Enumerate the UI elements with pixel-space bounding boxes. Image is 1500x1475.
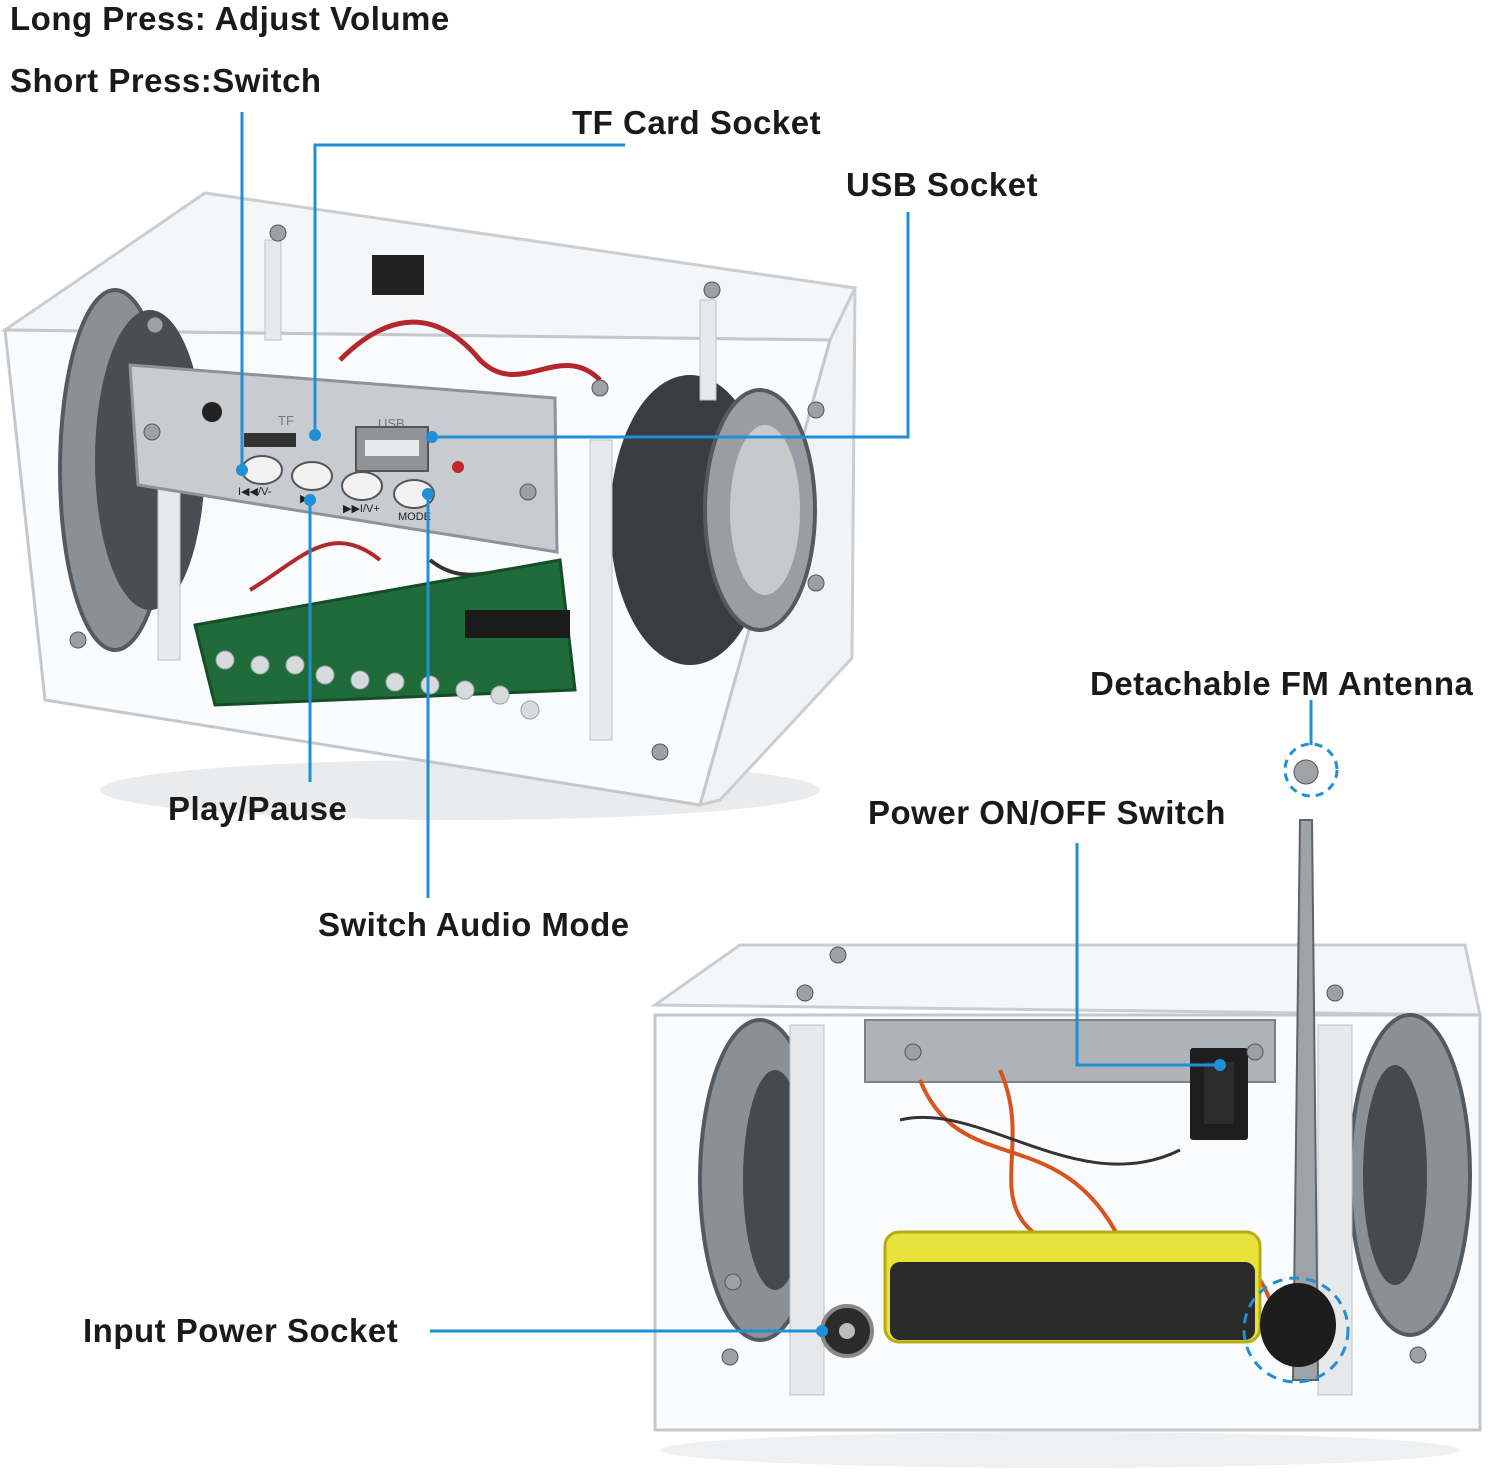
shadow — [660, 1432, 1460, 1468]
label-play-pause: Play/Pause — [168, 790, 348, 827]
callout-line-tf — [313, 143, 625, 435]
callout-line-power — [1075, 843, 1220, 1067]
red-wire — [338, 319, 602, 382]
headphone-jack — [202, 402, 222, 422]
screws — [721, 946, 1427, 1366]
speaker-kit-front: TF USB I◀◀/V- ▶II ▶▶I/V+ MODE — [0, 191, 858, 820]
fm-antenna — [1291, 819, 1320, 1381]
panel-tf-label: TF — [278, 413, 294, 428]
standoff — [157, 469, 181, 661]
button-next: ▶▶I/V+ — [341, 471, 383, 515]
right-speaker — [1348, 1013, 1472, 1337]
antenna-tip — [1293, 759, 1319, 785]
standoff — [699, 299, 717, 401]
right-speaker — [610, 375, 817, 665]
ic-chip — [465, 610, 570, 638]
label-long-press: Long Press: Adjust Volume — [10, 0, 450, 37]
svg-text:MODE: MODE — [398, 511, 431, 523]
label-short-press: Short Press:Switch — [10, 62, 322, 99]
dc-power-jack-pin — [839, 1323, 855, 1339]
usb-port-inner — [365, 440, 419, 456]
control-panel — [128, 363, 559, 554]
led-row — [215, 650, 540, 720]
antenna-highlight — [1283, 742, 1339, 798]
antenna-base-highlight — [1242, 1276, 1350, 1384]
black-wire — [899, 1115, 1181, 1166]
acrylic-top-plate — [650, 943, 1482, 1017]
rocker-switch — [372, 255, 424, 295]
svg-text:I◀◀/V-: I◀◀/V- — [238, 486, 272, 498]
callout-dots — [236, 429, 1226, 1337]
tf-card-slot — [244, 433, 296, 447]
screws — [69, 224, 825, 761]
label-detachable-fm-antenna: Detachable FM Antenna — [1090, 665, 1474, 702]
callout-line-usb — [432, 212, 910, 439]
button-mode: MODE — [393, 479, 435, 523]
label-usb-socket: USB Socket — [846, 166, 1039, 203]
speaker-kit-back — [650, 759, 1482, 1468]
standoff — [264, 239, 282, 341]
label-switch-audio-mode: Switch Audio Mode — [318, 906, 630, 943]
rocker — [1204, 1062, 1234, 1124]
standoff — [789, 1024, 825, 1396]
standoff — [589, 439, 613, 741]
antenna-base — [1260, 1283, 1336, 1367]
battery-holder — [890, 1262, 1255, 1340]
red-wire — [248, 541, 382, 592]
led-indicator — [452, 461, 464, 473]
label-input-power-socket: Input Power Socket — [83, 1312, 399, 1349]
callout-lines — [240, 112, 1313, 1333]
label-tf-card-socket: TF Card Socket — [572, 104, 822, 141]
label-power-switch: Power ON/OFF Switch — [868, 794, 1226, 831]
svg-text:▶▶I/V+: ▶▶I/V+ — [343, 503, 380, 515]
